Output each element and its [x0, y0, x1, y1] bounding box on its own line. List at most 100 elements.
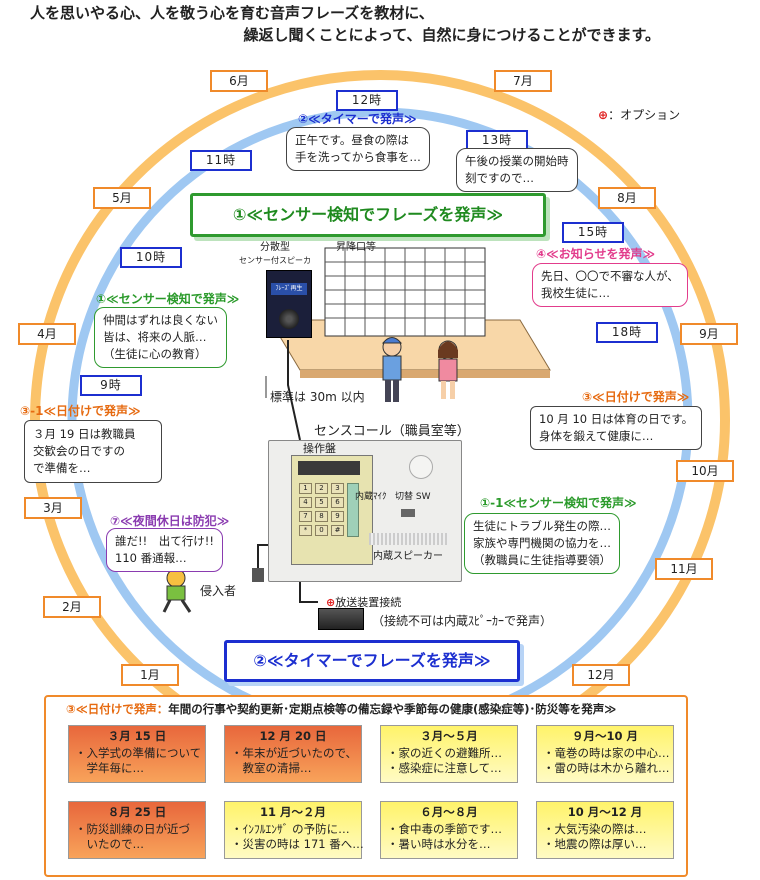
annual-card-date: 10 月～12 月 [567, 805, 643, 819]
annual-card: 10 月～12 月・大気汚染の際は…・地震の際は厚い… [536, 801, 674, 859]
speaker-screen: ﾌﾚｰｽﾞ再生 [271, 283, 307, 295]
header: 人を思いやる心、人を敬う心を育む音声フレーズを教材に、 繰返し聞くことによって、… [20, 2, 740, 46]
sensor-bubble-line-1: 仲間はずれは良くない [103, 313, 218, 327]
night-bubble-line-2: 110 番通報… [115, 551, 187, 565]
control-panel [291, 455, 373, 565]
month-apr: 4月 [18, 323, 76, 345]
speaker-caption-1: 分散型 [260, 242, 290, 253]
month-feb: 2月 [43, 596, 101, 618]
annual-card: 11 月～２月・ｲﾝﾌﾙｴﾝｻﾞ の予防に…・災害の時は 171 番へ… [224, 801, 364, 859]
key-9[interactable]: 9 [331, 511, 344, 522]
annual-card-line: 学年毎に… [75, 761, 144, 775]
student-boy [381, 337, 403, 402]
annual-card-line: ・家の近くの避難所… [387, 746, 502, 760]
power-plug [252, 568, 264, 582]
annual-card-line: ・災害の時は 171 番へ… [231, 837, 364, 851]
annual-card-line: ・入学式の準備について [75, 746, 202, 760]
panel-display [298, 461, 360, 475]
annual-card: 12 月 20 日・年末が近づいたので、 教室の清掃… [224, 725, 362, 783]
key-8[interactable]: 8 [315, 511, 328, 522]
intruder-label: 侵入者 [200, 584, 237, 598]
switch-label: 切替 SW [395, 492, 431, 502]
month-may: 5月 [93, 187, 151, 209]
annual-card-date: ３月～５月 [420, 729, 478, 743]
notice-bubble-line-2: 我校生徒に… [541, 286, 610, 300]
banner-sensor: ①≪センサー検知でフレーズを発声≫ [190, 193, 546, 237]
switch-toggle[interactable] [401, 509, 415, 517]
hour-9: 9時 [80, 375, 142, 396]
sensor11-bubble: 生徒にトラブル発生の際… 家族や専門機関の協力を… （教職員に生徒指導要領） [464, 513, 620, 574]
broadcast-label: 放送装置接続 [335, 596, 402, 609]
annual-card-line: ・食中毒の季節です… [387, 822, 502, 836]
hour-11: 11時 [190, 150, 252, 171]
annual-card: ８月 25 日・防災訓練の日が近づ いたので… [68, 801, 206, 859]
annual-card-date: ９月～10 月 [571, 729, 638, 743]
annual-card-date: 11 月～２月 [259, 805, 326, 819]
sensor-speaker: ﾌﾚｰｽﾞ再生 [266, 270, 312, 338]
month-mar: 3月 [24, 497, 82, 519]
notice-bubble: 先日、〇〇で不審な人が、 我校生徒に… [532, 263, 688, 307]
month-jun: 6月 [210, 70, 268, 92]
key-3[interactable]: 3 [331, 483, 344, 494]
header-line-1: 人を思いやる心、人を敬う心を育む音声フレーズを教材に、 [30, 4, 434, 22]
date31-bubble-line-1: ３月 19 日は教職員 [33, 427, 136, 441]
hour-15: 15時 [562, 222, 624, 243]
key-star[interactable]: * [299, 525, 312, 536]
green-function-keys[interactable] [347, 483, 359, 537]
month-dec: 12月 [572, 664, 630, 686]
month-sep: 9月 [680, 323, 738, 345]
month-aug: 8月 [598, 187, 656, 209]
sensor-bubble-line-3: （生徒に心の教育） [103, 347, 207, 361]
annual-card: ６月～８月・食中毒の季節です…・暑い時は水分を… [380, 801, 518, 859]
broadcast-cable [299, 578, 318, 603]
broadcast-option-mark: ⊕ [326, 596, 336, 609]
date3-bubble-line-1: 10 月 10 日は体育の日です。 [539, 412, 694, 426]
annual-panel: ③≪日付けで発声：年間の行事や契約更新･定期点検等の備忘録や季節毎の健康(感染症… [44, 695, 688, 877]
night-bubble: 誰だ!! 出て行け!! 110 番通報… [106, 528, 223, 572]
date3-bubble: 10 月 10 日は体育の日です。 身体を鍛えて健康に… [530, 406, 703, 450]
annual-card-line: ・地震の際は厚い… [543, 837, 647, 851]
mic-label: 内蔵ﾏｲｸ [355, 492, 387, 502]
key-1[interactable]: 1 [299, 483, 312, 494]
night-label: ⑦≪夜間休日は防犯≫ [110, 514, 230, 528]
annual-card-date: 12 月 20 日 [259, 729, 327, 743]
annual-card-line: ・ｲﾝﾌﾙｴﾝｻﾞ の予防に… [231, 822, 350, 836]
month-jan: 1月 [121, 664, 179, 686]
floor-edge [300, 370, 550, 378]
option-note: ⊕：オプション [598, 106, 680, 123]
annual-card-line: ・大気汚染の際は… [543, 822, 647, 836]
annual-card-line: ・暑い時は水分を… [387, 837, 491, 851]
notice-bubble-line-1: 先日、〇〇で不審な人が、 [541, 269, 679, 283]
month-jul: 7月 [494, 70, 552, 92]
key-0[interactable]: 0 [315, 525, 328, 536]
hour-10: 10時 [120, 247, 182, 268]
option-text: ：オプション [608, 108, 681, 122]
timer-bubble-line-2: 手を洗ってから食事を… [295, 150, 421, 164]
sensecall-device: 操作盤 1 2 3 4 5 6 7 8 9 * 0 # 内蔵ﾏｲｸ 切替 SW … [268, 440, 462, 582]
date3-bubble-line-2: 身体を鍛えて健康に… [539, 429, 654, 443]
sensor11-bubble-line-2: 家族や専門機関の協力を… [473, 536, 611, 550]
key-4[interactable]: 4 [299, 497, 312, 508]
builtin-speaker-label: 内蔵スピーカー [373, 551, 443, 562]
key-hash[interactable]: # [331, 525, 344, 536]
key-2[interactable]: 2 [315, 483, 328, 494]
student-girl [438, 340, 458, 399]
timer-bubble: 正午です。昼食の際は 手を洗ってから食事を… [286, 127, 430, 171]
banner-timer: ②≪タイマーでフレーズを発声≫ [224, 640, 520, 682]
annual-card-line: いたので… [75, 837, 144, 851]
key-7[interactable]: 7 [299, 511, 312, 522]
key-5[interactable]: 5 [315, 497, 328, 508]
key-6[interactable]: 6 [331, 497, 344, 508]
speaker-slots [369, 533, 449, 545]
annual-title-rest: 年間の行事や契約更新･定期点検等の備忘録や季節毎の健康(感染症等)･防災等を発声… [168, 702, 617, 716]
bubble-13-line-2: 刻ですので… [465, 171, 534, 185]
sensor11-bubble-line-1: 生徒にトラブル発生の際… [473, 519, 611, 533]
locker-grid [325, 248, 485, 336]
month-nov: 11月 [655, 558, 713, 580]
annual-card-date: ３月 15 日 [107, 729, 167, 743]
annual-card-line: ・年末が近づいたので、 [231, 746, 358, 760]
annual-card-date: ８月 25 日 [107, 805, 167, 819]
keypad: 1 2 3 4 5 6 7 8 9 * 0 # [299, 483, 359, 559]
date31-bubble-line-2: 交歓会の日ですの [33, 444, 125, 458]
date31-bubble: ３月 19 日は教職員 交歓会の日ですの で準備を… [24, 420, 162, 483]
